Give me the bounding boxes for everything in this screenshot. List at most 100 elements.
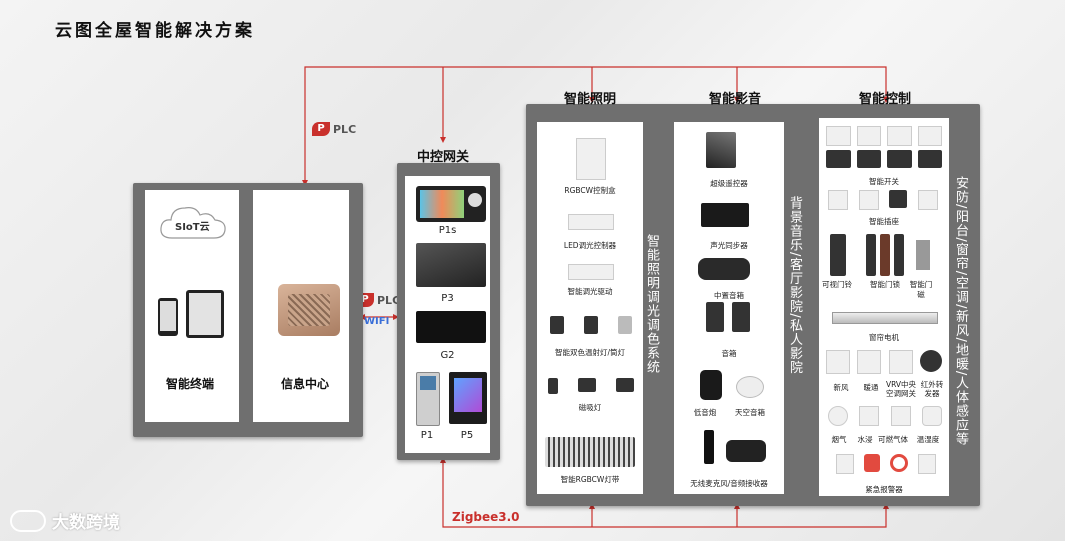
control-item-label: 水浸 xyxy=(852,434,878,445)
control-side-text: 安防/阳台/窗帘/空调/新风/地暖/人体感应等 xyxy=(952,176,968,476)
fresh-air-icon xyxy=(826,350,850,374)
audio-receiver-icon xyxy=(726,440,766,462)
spotlight-icon xyxy=(584,316,598,334)
lighting-item-label: 磁吸灯 xyxy=(537,402,643,413)
av-item-label: 声光同步器 xyxy=(674,240,784,251)
av-item-label: 低音炮 xyxy=(680,407,730,418)
control-title: 智能控制 xyxy=(840,88,930,107)
control-item-label: 紧急报警器 xyxy=(819,484,949,495)
alarm-icons xyxy=(836,454,936,476)
plc-logo-icon: P xyxy=(312,122,330,136)
door-lock-icon xyxy=(894,234,904,276)
socket-icon xyxy=(859,190,879,210)
switch-icon xyxy=(887,150,912,168)
spotlight-icon xyxy=(618,316,632,334)
control-item-label: 智能插座 xyxy=(819,216,949,227)
subwoofer-icon xyxy=(700,370,722,400)
door-lock-icon xyxy=(866,234,876,276)
magnetic-light-icons xyxy=(548,378,634,396)
alarm-icon xyxy=(918,454,936,474)
plc-badge-top: P PLC xyxy=(312,122,356,136)
av-item-label: 中置音箱 xyxy=(674,290,784,301)
lighting-item-label: 智能调光驱动 xyxy=(537,286,643,297)
sync-device-icon xyxy=(701,203,749,227)
av-item-label: 无线麦克风/音频接收器 xyxy=(674,478,784,489)
lighting-title: 智能照明 xyxy=(545,88,635,107)
door-sensor-icon xyxy=(916,240,930,270)
wifi-label: WIFI xyxy=(364,316,389,327)
av-item-label: 超级遥控器 xyxy=(674,178,784,189)
lighting-item-label: LED调光控制器 xyxy=(537,240,643,251)
lighting-side-text: 智能照明调光调色系统 xyxy=(643,234,659,464)
zigbee-label: Zigbee3.0 xyxy=(452,510,520,524)
alarm-icon xyxy=(864,454,880,472)
gateway-item-label: G2 xyxy=(405,350,490,361)
control-item-label: 智能开关 xyxy=(819,176,949,187)
speaker-icon xyxy=(732,302,750,332)
speaker-icon xyxy=(706,302,724,332)
control-item-label: 暖通 xyxy=(856,382,886,393)
alarm-icon xyxy=(890,454,908,472)
av-item-label: 天空音箱 xyxy=(728,407,772,418)
video-doorbell-icon xyxy=(830,234,846,276)
heating-icon xyxy=(857,350,881,374)
gateway-item-label: P5 xyxy=(452,430,482,441)
gateway-item-label: P1 xyxy=(412,430,442,441)
socket-icons xyxy=(828,190,938,212)
smoke-sensor-icon xyxy=(828,406,848,426)
control-item-label: 烟气 xyxy=(826,434,852,445)
socket-icon xyxy=(918,190,938,210)
super-remote-icon xyxy=(706,132,736,168)
control-item-label: 智能门锁 xyxy=(868,280,902,290)
av-title: 智能影音 xyxy=(690,88,780,107)
switch-icon xyxy=(826,126,851,146)
phone-icon xyxy=(158,298,178,336)
vrv-gateway-icon xyxy=(889,350,913,374)
led-dimmer-icon xyxy=(568,214,614,230)
spotlight-icon xyxy=(550,316,564,334)
av-item-label: 音箱 xyxy=(674,348,784,359)
ceiling-speaker-icon xyxy=(736,376,764,398)
alarm-icon xyxy=(836,454,854,474)
terminal-label: 智能终端 xyxy=(166,375,214,392)
magnetic-light-icon xyxy=(578,378,596,392)
hvac-icons xyxy=(826,350,942,376)
sensor-icons xyxy=(828,406,942,428)
control-item-label: VRV中央空调网关 xyxy=(884,380,918,398)
p3-device-icon xyxy=(416,243,486,287)
speaker-icons xyxy=(706,302,750,334)
switch-grid xyxy=(826,126,942,168)
dimming-driver-icon xyxy=(568,264,614,280)
socket-icon xyxy=(889,190,907,208)
ir-blaster-icon xyxy=(920,350,942,372)
gateway-item-label: P3 xyxy=(405,293,490,304)
water-sensor-icon xyxy=(859,406,879,426)
info-center-device-icon xyxy=(278,284,340,336)
switch-icon xyxy=(826,150,851,168)
gas-sensor-icon xyxy=(891,406,911,426)
switch-icon xyxy=(857,150,882,168)
lighting-item-label: 智能RGBCW灯带 xyxy=(537,474,643,485)
arrow-head xyxy=(440,137,446,143)
tablet-icon xyxy=(186,290,224,338)
g2-device-icon xyxy=(416,311,486,343)
center-speaker-icon xyxy=(698,258,750,280)
p5-device-icon xyxy=(449,372,487,424)
watermark: 大数跨境 xyxy=(10,508,120,533)
switch-icon xyxy=(857,126,882,146)
socket-icon xyxy=(828,190,848,210)
light-strip-icon xyxy=(545,437,635,467)
door-lock-icons xyxy=(866,234,906,276)
watermark-logo-icon xyxy=(10,510,46,532)
microphone-icon xyxy=(704,430,714,464)
magnetic-light-icon xyxy=(548,378,558,394)
cloud-label: SIoT云 xyxy=(175,218,210,233)
lighting-item-label: 智能双色温射灯/筒灯 xyxy=(537,347,643,358)
magnetic-light-icon xyxy=(616,378,634,392)
control-item-label: 可视门铃 xyxy=(822,280,852,290)
control-item-label: 红外转发器 xyxy=(918,380,946,398)
switch-icon xyxy=(887,126,912,146)
control-item-label: 智能门磁 xyxy=(908,280,934,300)
switch-icon xyxy=(918,150,943,168)
control-item-label: 窗帘电机 xyxy=(819,332,949,343)
